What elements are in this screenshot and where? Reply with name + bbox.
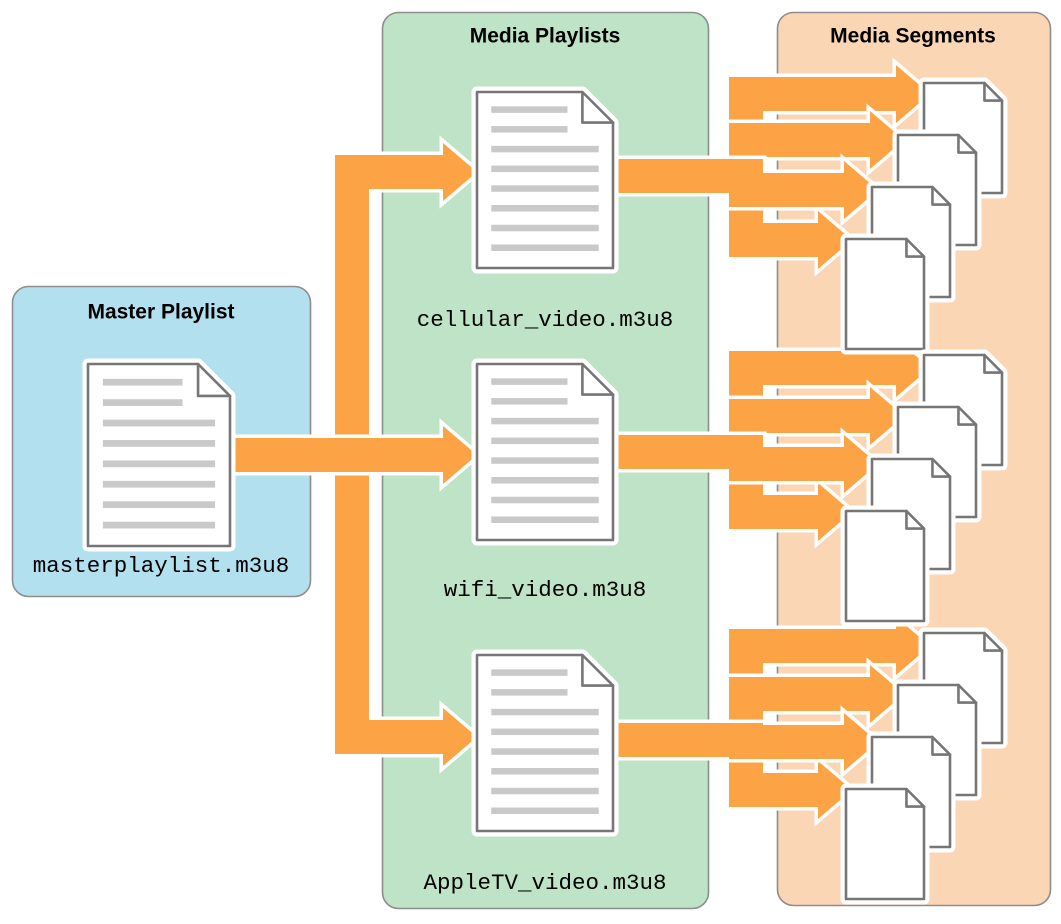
document-fold-icon bbox=[931, 457, 952, 478]
document-text-line bbox=[491, 398, 568, 405]
document-text-line bbox=[491, 516, 599, 524]
segment-group-wifi-segments bbox=[840, 349, 1008, 627]
document-text-line bbox=[491, 728, 599, 736]
document-fold-icon bbox=[905, 509, 926, 530]
document-text-line bbox=[491, 708, 599, 716]
document-icon-master-playlist bbox=[82, 358, 236, 552]
document-text-line bbox=[491, 205, 599, 212]
document-icon-cellular bbox=[471, 86, 619, 274]
connector-playlist-1-to-segments bbox=[609, 331, 936, 549]
panel-title-media-segments: Media Segments bbox=[830, 25, 996, 48]
labels-layer: masterplaylist.m3u8 cellular_video.m3u8wi… bbox=[33, 307, 674, 896]
document-text-line bbox=[102, 480, 216, 488]
document-page bbox=[475, 362, 615, 542]
segment-group-appletv-segments bbox=[840, 627, 1008, 905]
document-text-line bbox=[491, 106, 568, 113]
document-fold-icon bbox=[957, 683, 978, 704]
document-fold-icon bbox=[905, 787, 926, 808]
document-fold-icon bbox=[931, 185, 952, 206]
document-page bbox=[844, 787, 926, 901]
document-text-line bbox=[102, 460, 216, 468]
arrow-playlist-0-segment-2 bbox=[609, 153, 884, 227]
document-text-line bbox=[491, 244, 599, 252]
connector-playlist-2-to-segments bbox=[609, 609, 936, 827]
document-icon-wifi bbox=[471, 358, 619, 546]
connector-master-to-playlists bbox=[226, 135, 483, 774]
document-text-line bbox=[491, 807, 599, 815]
panel-title-master-playlist: Master Playlist bbox=[87, 301, 234, 324]
document-text-line bbox=[491, 224, 599, 232]
document-text-line bbox=[491, 145, 599, 153]
arrow-playlist-1-segment-2 bbox=[609, 427, 884, 501]
file-label-appletv: AppleTV_video.m3u8 bbox=[423, 870, 666, 896]
document-fold-icon bbox=[983, 631, 1004, 652]
document-text-line bbox=[491, 457, 599, 464]
document-page bbox=[844, 237, 926, 351]
document-icon-appletv bbox=[471, 649, 619, 837]
arrow-right-icon bbox=[226, 418, 483, 492]
document-fold-icon bbox=[196, 362, 232, 398]
arrow-right-icon bbox=[609, 705, 884, 779]
document-text-line bbox=[102, 399, 183, 406]
document-text-line bbox=[491, 669, 568, 676]
document-fold-icon bbox=[983, 353, 1004, 374]
arrow-right-icon bbox=[609, 153, 884, 227]
document-text-line bbox=[491, 378, 568, 385]
document-text-line bbox=[491, 126, 568, 133]
document-text-line bbox=[491, 477, 599, 484]
document-fold-icon bbox=[581, 653, 615, 687]
document-icon-segment-wifi-segments-3 bbox=[840, 505, 930, 627]
document-page bbox=[475, 653, 615, 833]
document-fold-icon bbox=[581, 90, 615, 124]
file-label-wifi: wifi_video.m3u8 bbox=[444, 577, 647, 603]
document-page bbox=[475, 90, 615, 270]
document-icon-segment-cellular-segments-3 bbox=[840, 233, 930, 355]
file-label-master-playlist: masterplaylist.m3u8 bbox=[33, 553, 290, 579]
panel-title-media-playlists: Media Playlists bbox=[470, 25, 621, 48]
document-text-line bbox=[491, 689, 568, 696]
document-fold-icon bbox=[905, 237, 926, 258]
document-fold-icon bbox=[983, 81, 1004, 102]
document-page bbox=[86, 362, 232, 548]
document-icon-segment-appletv-segments-3 bbox=[840, 783, 930, 905]
document-text-line bbox=[102, 378, 183, 386]
arrow-playlist-2-segment-2 bbox=[609, 705, 884, 779]
document-fold-icon bbox=[581, 362, 615, 396]
document-text-line bbox=[491, 417, 599, 425]
document-text-line bbox=[491, 787, 599, 795]
documents-layer bbox=[82, 77, 1008, 905]
document-page bbox=[844, 509, 926, 623]
document-text-line bbox=[491, 768, 599, 775]
document-text-line bbox=[491, 437, 599, 445]
connector-playlist-0-to-segments bbox=[609, 57, 936, 277]
document-text-line bbox=[491, 496, 599, 504]
document-text-line bbox=[491, 185, 599, 192]
arrow-right-icon bbox=[609, 427, 884, 501]
segment-group-cellular-segments bbox=[840, 77, 1008, 355]
document-fold-icon bbox=[957, 133, 978, 154]
arrows-layer bbox=[226, 57, 936, 827]
file-label-cellular: cellular_video.m3u8 bbox=[417, 307, 674, 333]
document-text-line bbox=[102, 440, 216, 447]
arrow-master-to-playlist-1 bbox=[226, 418, 483, 492]
document-text-line bbox=[102, 501, 216, 509]
document-text-line bbox=[491, 748, 599, 755]
document-text-line bbox=[491, 165, 599, 173]
document-text-line bbox=[102, 521, 216, 529]
document-fold-icon bbox=[957, 405, 978, 426]
document-text-line bbox=[102, 419, 216, 427]
document-fold-icon bbox=[931, 735, 952, 756]
